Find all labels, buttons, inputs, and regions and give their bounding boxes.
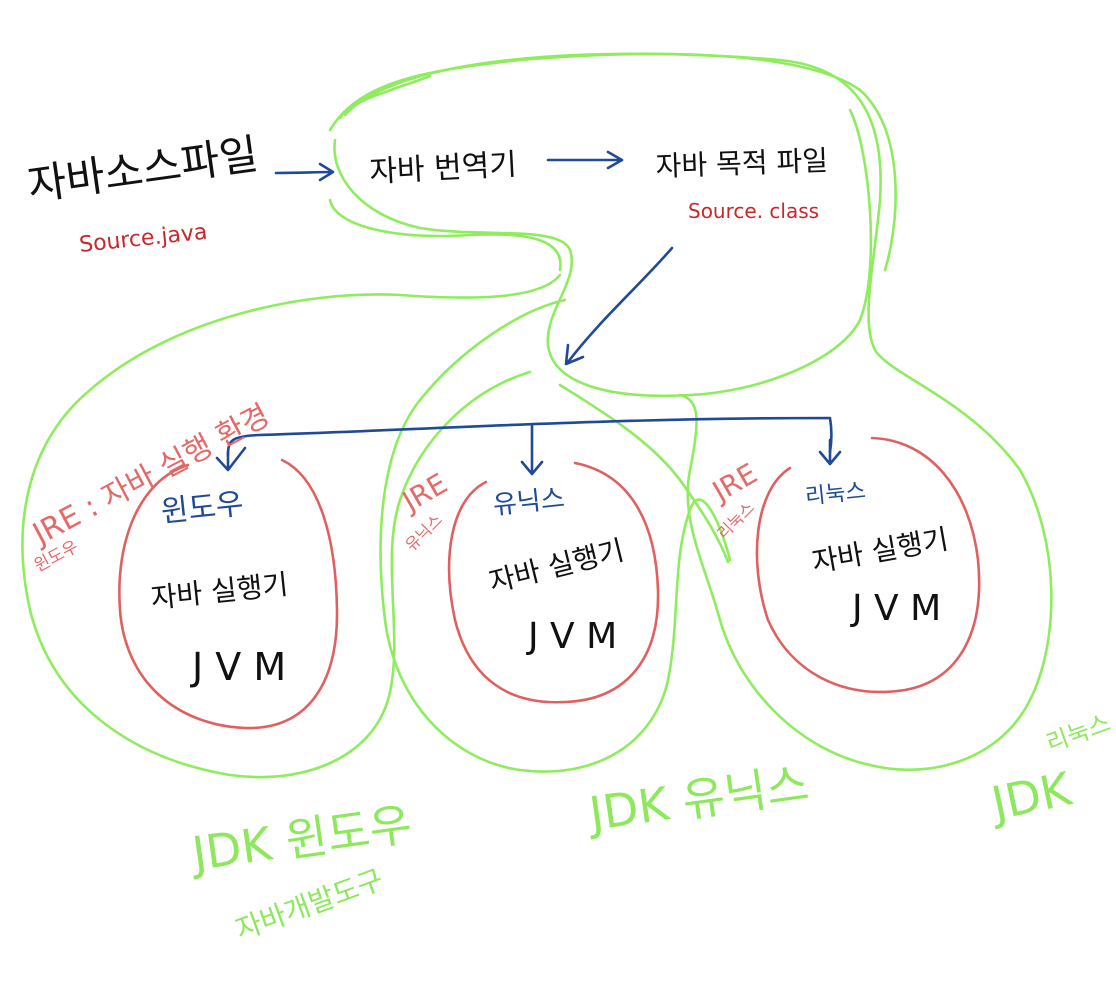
jdk-boundary-unix [379, 298, 732, 773]
compiler-node: 자바 번역기 [369, 147, 518, 190]
jdk-linux-label: JDK [984, 761, 1077, 831]
os-unix-label: 유닉스 [492, 484, 567, 521]
jvm-windows-label: J V M [190, 645, 286, 689]
runtime-windows-label: 자바 실행기 [149, 568, 289, 615]
source-file-name: Source.java [78, 220, 209, 258]
jre-linux-label: JRE [705, 457, 763, 509]
jre-unix-label: JRE [395, 467, 453, 519]
arrow-classfile-down [564, 246, 674, 366]
jre-boundary-windows [118, 458, 339, 730]
runtime-linux-label: 자바 실행기 [809, 522, 950, 578]
arrow-source-to-compiler [274, 162, 335, 182]
jdk-windows-note: 자바개발도구 [231, 863, 388, 947]
compiler-label: 자바 번역기 [369, 147, 518, 190]
jdk-boundary-windows [21, 273, 562, 779]
arrow-to-unix [520, 423, 544, 476]
jre-windows-label: JRE : 자바 실행 환경 [26, 398, 276, 553]
jre-boundary-linux [755, 436, 981, 694]
jdk-windows-label: JDK 윈도우 [186, 797, 415, 882]
os-windows-label: 윈도우 [159, 486, 245, 529]
class-file-name: Source. class [688, 199, 819, 223]
jre-unix-os: 유닉스 [401, 510, 446, 555]
jvm-linux-label: J V M [850, 588, 941, 629]
source-file-label: 자바소스파일 [25, 129, 261, 210]
distribution-bar [226, 416, 833, 457]
jre-linux-os: 리눅스 [713, 498, 758, 543]
jdk-boundary-unix-right [558, 383, 730, 564]
arrow-to-windows [215, 446, 247, 472]
jdk-unix-label: JDK 유닉스 [583, 757, 812, 842]
jdk-linux-os: 리눅스 [1042, 709, 1114, 758]
jdk-boundary-top-loop [343, 52, 1053, 772]
platform-windows: JRE : 자바 실행 환경 윈도우 윈도우 자바 실행기 J V M JDK … [26, 398, 416, 947]
os-linux-label: 리눅스 [804, 479, 867, 510]
platform-unix: JRE 유닉스 유닉스 자바 실행기 J V M JDK 유닉스 [395, 467, 812, 842]
jdk-boundary-top-outline-2 [328, 74, 562, 272]
class-file-node: 자바 목적 파일 Source. class [655, 144, 828, 223]
jre-boundary-unix [447, 461, 660, 704]
arrow-to-linux [818, 438, 842, 466]
jdk-boundaries [21, 52, 1053, 779]
flow-arrows [215, 150, 842, 476]
jre-boundaries [118, 436, 981, 730]
runtime-unix-label: 자바 실행기 [486, 533, 628, 598]
class-file-label: 자바 목적 파일 [655, 144, 828, 183]
arrow-compiler-to-classfile [546, 150, 624, 170]
jdk-boundary-top-inner [333, 108, 873, 397]
source-file-node: 자바소스파일 Source.java [25, 129, 261, 258]
jvm-unix-label: J V M [526, 616, 617, 657]
jdk-boundary-top-outline [328, 52, 897, 272]
